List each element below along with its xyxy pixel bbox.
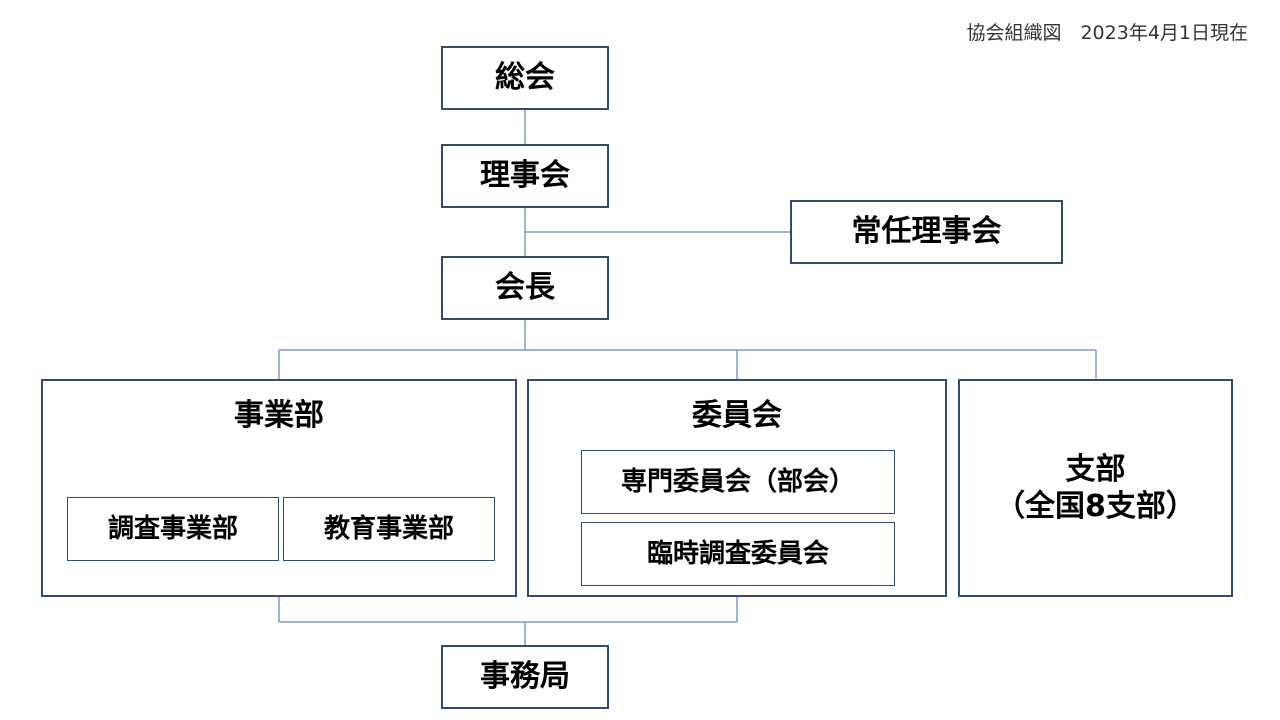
- board-node: 理事会: [441, 144, 609, 208]
- branches-title: 支部: [1065, 451, 1126, 487]
- chart-caption: 協会組織図 2023年4月1日現在: [966, 22, 1248, 44]
- general-assembly-node: 総会: [441, 46, 609, 110]
- secretariat-node: 事務局: [441, 645, 609, 709]
- committees-node: 委員会 専門委員会（部会） 臨時調査委員会: [527, 379, 947, 597]
- research-business-node: 調査事業部: [67, 497, 279, 561]
- standing-board-node: 常任理事会: [790, 200, 1063, 264]
- committees-title: 委員会: [692, 398, 782, 433]
- branches-subtitle: （全国8支部）: [995, 489, 1196, 524]
- ad-hoc-committee-node: 臨時調査委員会: [581, 522, 895, 586]
- expert-committee-node: 専門委員会（部会）: [581, 450, 895, 514]
- business-dept-node: 事業部 調査事業部 教育事業部: [41, 379, 517, 597]
- business-dept-title: 事業部: [234, 398, 324, 433]
- president-node: 会長: [441, 256, 609, 320]
- education-business-node: 教育事業部: [283, 497, 495, 561]
- branches-node: 支部 （全国8支部）: [958, 379, 1233, 597]
